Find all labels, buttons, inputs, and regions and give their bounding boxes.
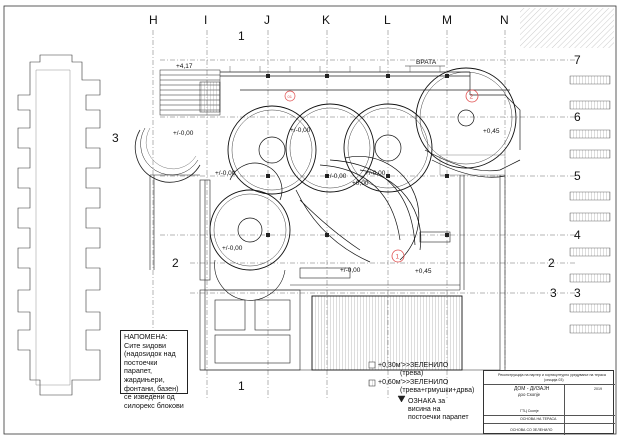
elevation-small-left: +0,00 — [352, 180, 369, 187]
grid-number-7: 7 — [574, 53, 581, 67]
gate-label: ВРАТА — [416, 59, 437, 66]
central-arcs — [295, 156, 422, 263]
grid-letter-n: N — [500, 13, 509, 27]
legend-shrubs-line2: (трева+грмушки+дрва) — [400, 387, 475, 395]
elevation-labels: +4,17 +/-0,00 +/-0,00 +/-0,00 +/-0,00 +/… — [173, 63, 500, 275]
elevation-left-plaza: +/-0,00 — [173, 130, 194, 137]
grid-letter-k: K — [322, 13, 330, 27]
elevation-circle-c: +/-0,00 — [365, 170, 386, 177]
left-parapet — [149, 174, 200, 270]
note-body: Сите ѕидови (надоѕидок над постоечки пар… — [124, 340, 184, 410]
lower-rooms — [199, 289, 500, 371]
grid-letter-j: J — [264, 13, 270, 27]
circle-cluster-top — [227, 67, 517, 195]
section-markers: 2 1 01 — [284, 89, 479, 263]
title-block: Реконструкција на партер и хортикултурно… — [483, 370, 615, 435]
elevation-top-left: +4,17 — [176, 63, 193, 70]
marker-circle-1 — [391, 249, 405, 263]
elevation-lower-mid: +/-0,00 — [340, 267, 361, 274]
note-box: НАПОМЕНА: Сите ѕидови (надоѕидок над пос… — [120, 330, 188, 410]
sheet-title: ОСНОВА НА ТЕРАСА — [520, 417, 557, 421]
legend-shrubs-line1: +0,60м'>>ЗЕЛЕНИЛО — [378, 379, 449, 386]
stair-block — [159, 69, 221, 116]
pool — [311, 295, 463, 371]
corner-hatch — [520, 8, 614, 48]
elevation-center: +/-0,00 — [326, 173, 347, 180]
legend-swatch-parapet — [397, 395, 406, 403]
elevation-circle-b: +/-0,00 — [215, 170, 236, 177]
legend-parapet: ОЗНАКА за висина на постоечки парапет — [408, 398, 469, 423]
inner-walls — [199, 175, 506, 370]
marker-circle-2 — [465, 89, 479, 103]
marker-label-1: 1 — [396, 254, 400, 261]
grid-number-1-top: 1 — [238, 29, 245, 43]
grid-number-2-left: 2 — [172, 256, 179, 270]
grid-number-3-far: 3 — [550, 286, 557, 300]
marker-circle-01 — [284, 90, 296, 102]
company-name: ДОМ - ДИЗАЈН — [514, 386, 550, 392]
legend-shrubs: +0,60м'>>ЗЕЛЕНИЛО (трева+грмушки+дрва) — [378, 379, 474, 395]
circle-cluster-left — [209, 162, 291, 301]
right-deck — [424, 149, 521, 178]
pillar-marks — [266, 74, 449, 237]
grid-number-1-bottom: 1 — [238, 379, 245, 393]
legend-lawn-line2: (трева) — [400, 370, 424, 378]
legend-lawn: +0,30м'>>ЗЕЛЕНИЛО (трева) — [378, 362, 448, 378]
drawing-name: ОСНОВА СО ЗЕЛЕНИЛО — [510, 428, 553, 432]
legend-lawn-line1: +0,30м'>>ЗЕЛЕНИЛО — [378, 362, 449, 369]
grid-letter-h: H — [149, 13, 158, 27]
legend-parapet-line3: постоечки парапет — [408, 414, 469, 422]
marker-label-2: 2 — [470, 94, 474, 101]
legend-parapet-line1: ОЗНАКА за — [408, 398, 446, 405]
grid-number-3: 3 — [574, 286, 581, 300]
grid-letter-i: I — [204, 13, 207, 27]
grid-number-5: 5 — [574, 169, 581, 183]
elevation-right-mid: +0,45 — [415, 268, 432, 275]
grid-number-3-left: 3 — [112, 131, 119, 145]
project-title: Реконструкција на партер и хортикултурно… — [498, 373, 606, 377]
grid-number-4: 4 — [574, 228, 581, 242]
left-plaza-arc — [134, 129, 201, 183]
company-sub: доо Скопје — [518, 392, 541, 397]
dimension-ticks — [229, 66, 441, 72]
sheet-border — [3, 5, 617, 435]
legend-swatch-shrubs — [368, 379, 376, 387]
project-city: ГТЦ Скопје — [520, 409, 539, 413]
project-subtitle: (секција 03) — [544, 378, 564, 382]
grid-numbers-left: 1 3 2 1 — [112, 29, 245, 393]
left-building-outline — [17, 54, 101, 396]
legend-swatch-lawn — [368, 361, 376, 369]
legend-parapet-line2: висина на — [408, 406, 441, 414]
top-perimeter — [220, 71, 521, 150]
note-title: НАПОМЕНА: — [124, 332, 168, 341]
elevation-circle-a: +/-0,00 — [290, 127, 311, 134]
marker-label-01: 01 — [288, 94, 293, 99]
sheet-date: 2019 — [594, 387, 602, 391]
grid-letter-l: L — [384, 13, 391, 27]
elevation-upper-right: +0,45 — [483, 128, 500, 135]
grid-number-2-right: 2 — [548, 256, 555, 270]
grid-number-6: 6 — [574, 110, 581, 124]
grid-numbers-right: 7 6 5 4 3 2 — [548, 53, 581, 300]
grid-letter-m: M — [442, 13, 452, 27]
elevation-lower-left: +/-0,00 — [222, 245, 243, 252]
grid-letters: H I J K L M N — [149, 13, 509, 27]
right-reference-tags — [569, 75, 611, 334]
legend-swatches — [368, 361, 406, 403]
